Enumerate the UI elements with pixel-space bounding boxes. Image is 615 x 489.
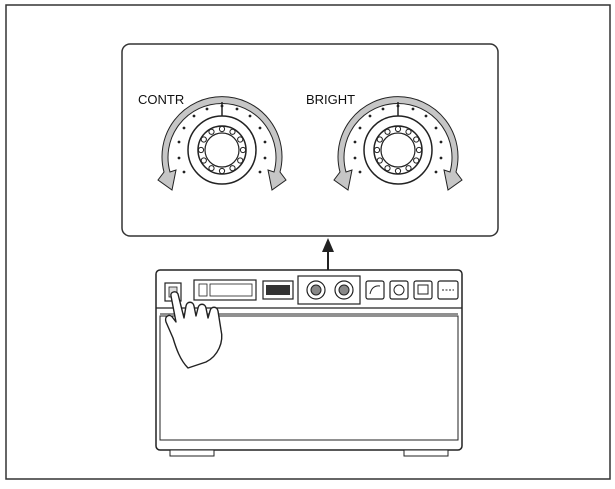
hand-pointer-icon: [164, 291, 223, 369]
scale-dots: [177, 104, 267, 174]
rotate-arrow-icon: [333, 96, 463, 191]
contrast-label: CONTR: [138, 92, 184, 107]
brightness-label: BRIGHT: [306, 92, 355, 107]
function-button-4[interactable]: [437, 280, 459, 300]
contrast-knob-icon: [157, 96, 287, 191]
knob-callout-panel: [121, 43, 499, 237]
function-button-3[interactable]: [413, 280, 433, 300]
rotate-arrow-icon: [157, 96, 287, 191]
printer-foot-left: [169, 449, 215, 457]
brightness-knob-icon: [333, 96, 463, 191]
small-brightness-knob[interactable]: [334, 280, 354, 300]
figure-frame: [5, 4, 611, 480]
card-slot-inner: [266, 285, 290, 295]
function-button-2[interactable]: [389, 280, 409, 300]
printer-foot-right: [403, 449, 449, 457]
function-button-1[interactable]: [365, 280, 385, 300]
small-contrast-knob[interactable]: [306, 280, 326, 300]
